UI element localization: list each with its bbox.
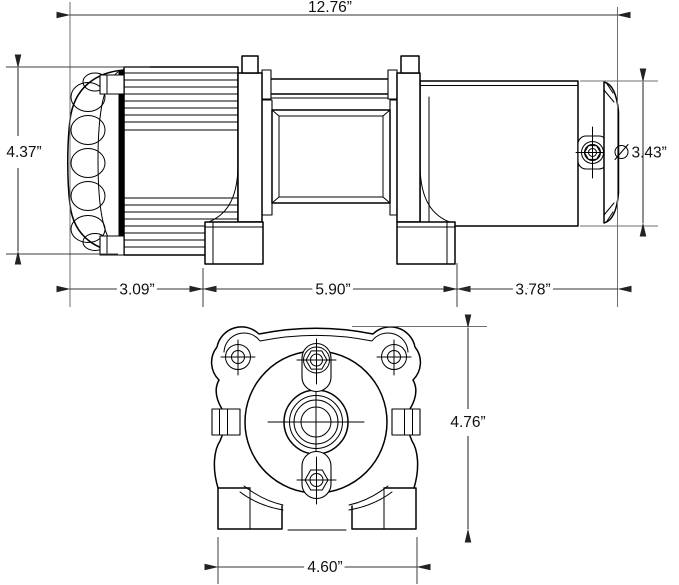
motor-joint-band bbox=[118, 70, 124, 253]
dim-end-height-label: 4.76” bbox=[450, 414, 485, 431]
dim-mount-width-label: 4.60” bbox=[307, 559, 342, 576]
dim-overall-width-label: 12.76” bbox=[308, 0, 352, 16]
dim-overall-height-label: 4.37” bbox=[6, 144, 41, 161]
dim-drum-section-label: 5.90” bbox=[315, 282, 350, 299]
clutch-housing bbox=[419, 80, 620, 227]
end-cap-disc bbox=[603, 81, 620, 224]
drum bbox=[261, 99, 398, 216]
right-bracket-cap bbox=[400, 55, 420, 74]
motor-bolt-tab-top bbox=[99, 74, 125, 95]
end-housing-inner-rim bbox=[223, 332, 409, 353]
mounting-feet bbox=[217, 487, 417, 531]
motor-end-cap bbox=[67, 69, 125, 254]
dimension-annotations: 12.76” 4.37” 3.43” 3.09” 5.90” 3.78” 4.7… bbox=[2, 0, 667, 584]
left-bracket-cap bbox=[241, 55, 259, 74]
right-bracket-foot bbox=[396, 221, 456, 265]
left-bracket-foot bbox=[204, 221, 264, 265]
motor-fins-top bbox=[123, 72, 239, 131]
right-bracket bbox=[396, 55, 456, 265]
side-tab-left bbox=[211, 408, 241, 436]
end-view bbox=[210, 326, 422, 531]
left-bracket bbox=[204, 55, 264, 265]
dim-drum-diameter-label: 3.43” bbox=[632, 145, 667, 162]
end-housing-outline bbox=[210, 326, 422, 489]
drum-barrel bbox=[271, 109, 391, 204]
end-top-bolt bbox=[296, 338, 337, 392]
motor-bolt-tab-bottom bbox=[99, 235, 125, 256]
corner-bolt-left bbox=[220, 339, 256, 376]
tie-bar bbox=[261, 69, 398, 100]
drum-flange-right bbox=[389, 99, 398, 216]
dim-motor-section-label: 3.09” bbox=[119, 282, 154, 299]
end-bottom-bolt bbox=[296, 451, 337, 505]
drum-flange-left bbox=[261, 99, 273, 216]
side-tab-right bbox=[391, 408, 421, 436]
corner-bolt-right bbox=[376, 339, 412, 376]
diameter-symbol bbox=[614, 144, 629, 160]
motor-fins-bottom bbox=[123, 197, 239, 248]
side-view bbox=[67, 55, 620, 265]
dim-gear-section-label: 3.78” bbox=[515, 282, 550, 299]
